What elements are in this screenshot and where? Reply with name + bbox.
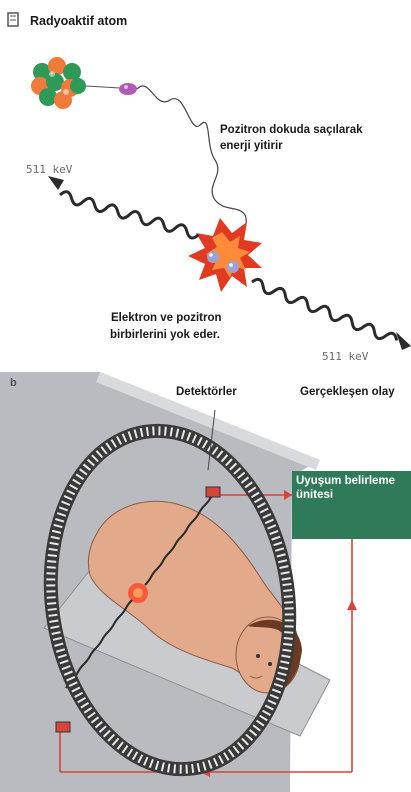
- energy-label-right: 511 keV: [322, 350, 368, 363]
- coincidence-unit-label-2: ünitesi: [296, 488, 408, 502]
- gamma-ray-left: [59, 190, 200, 239]
- label-detectors: Detektörler: [176, 386, 237, 398]
- detectors-pointer: [0, 372, 411, 792]
- label-annihilation-2: birbirlerini yok eder.: [110, 329, 220, 341]
- label-event: Gerçekleşen olay: [300, 386, 395, 398]
- panel-b-pet-scanner: b Detektörler Gerçekleşen olay: [0, 372, 411, 792]
- coincidence-unit-label-1: Uyuşum belirleme: [296, 474, 408, 488]
- title-radioactive-atom: Radyoaktif atom: [30, 14, 127, 28]
- panel-a-letter-icon: [8, 13, 18, 26]
- radioactive-nucleus-icon: [31, 57, 86, 109]
- energy-label-left: 511 keV: [26, 163, 72, 176]
- annihilation-explosion-icon: [188, 218, 262, 292]
- coincidence-unit-box: Uyuşum belirleme ünitesi: [292, 471, 411, 539]
- label-annihilation-1: Elektron ve pozitron: [111, 312, 222, 324]
- coincidence-unit-label: Uyuşum belirleme ünitesi: [296, 474, 408, 502]
- label-positron-scatter-1: Pozitron dokuda saçılarak: [220, 124, 363, 136]
- positron-path: [137, 86, 246, 248]
- arrow-left-icon: [48, 176, 64, 190]
- arrow-right-icon: [396, 332, 411, 350]
- positron-particle-icon: [119, 83, 137, 95]
- label-positron-scatter-2: enerji yitirir: [220, 140, 283, 152]
- panel-a-annihilation: Radyoaktif atom Pozitron dokuda saçılara…: [0, 0, 411, 372]
- gamma-ray-right: [250, 277, 398, 345]
